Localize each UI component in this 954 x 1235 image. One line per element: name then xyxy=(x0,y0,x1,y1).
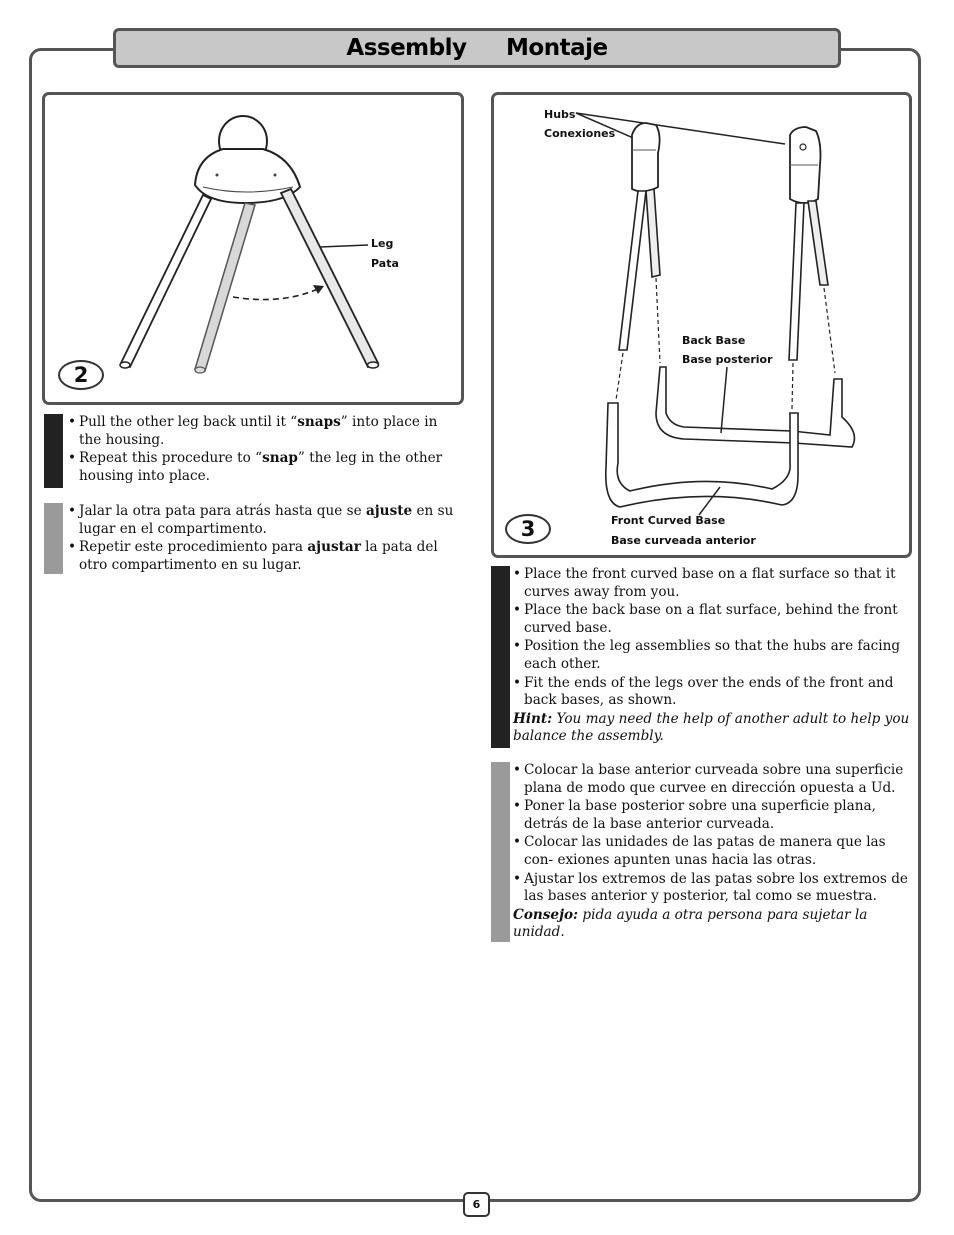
step-number-2: 2 xyxy=(58,360,104,390)
front-base-label-spanish: Base curveada anterior xyxy=(611,534,756,547)
step2-spanish-instructions: Jalar la otra pata para atrás hasta que … xyxy=(65,503,457,575)
title-english: Assembly xyxy=(346,35,467,61)
step3-illustration-panel: Hubs Conexiones Back Base Base posterior… xyxy=(491,92,912,558)
step3-frame-assembly-illustration xyxy=(575,112,856,516)
hint-text: Consejo: pida ayuda a otra persona para … xyxy=(513,906,868,941)
step-number-3: 3 xyxy=(505,514,551,544)
hint-text: Hint: You may need the help of another a… xyxy=(513,710,910,745)
spanish-marker-bar xyxy=(491,762,510,942)
title-spanish: Montaje xyxy=(506,35,608,61)
list-item: Place the front curved base on a flat su… xyxy=(510,566,914,601)
step2-english-instructions: Pull the other leg back until it “snaps”… xyxy=(65,414,457,486)
front-base-label-english: Front Curved Base xyxy=(611,514,726,527)
step2-illustration-panel: Leg Pata 2 xyxy=(42,92,464,405)
list-item: Fit the ends of the legs over the ends o… xyxy=(510,675,914,710)
list-item: Pull the other leg back until it “snaps”… xyxy=(65,414,457,449)
list-item: Place the back base on a flat surface, b… xyxy=(510,602,914,637)
list-item: Poner la base posterior sobre una superf… xyxy=(510,798,916,833)
step3-spanish-instructions: Colocar la base anterior curveada sobre … xyxy=(510,762,916,942)
list-item: Colocar la base anterior curveada sobre … xyxy=(510,762,916,797)
hubs-label-spanish: Conexiones xyxy=(544,127,616,140)
leg-label-english: Leg xyxy=(371,237,394,250)
spanish-marker-bar xyxy=(44,503,63,574)
list-item: Position the leg assemblies so that the … xyxy=(510,638,914,673)
page-number: 6 xyxy=(463,1192,490,1217)
back-base-label-spanish: Base posterior xyxy=(682,353,773,366)
list-item: Repeat this procedure to “snap” the leg … xyxy=(65,450,457,485)
hubs-label-english: Hubs xyxy=(544,108,576,121)
page-title: Assembly Montaje xyxy=(113,28,841,68)
step2-swing-legs-illustration xyxy=(119,115,380,374)
list-item: Repetir este procedimiento para ajustar … xyxy=(65,539,457,574)
list-item: Colocar las unidades de las patas de man… xyxy=(510,834,916,869)
step3-english-instructions: Place the front curved base on a flat su… xyxy=(510,566,914,746)
list-item: Ajustar los extremos de las patas sobre … xyxy=(510,871,916,906)
back-base-label-english: Back Base xyxy=(682,334,746,347)
leg-label-spanish: Pata xyxy=(371,257,399,270)
english-marker-bar xyxy=(491,566,510,748)
english-marker-bar xyxy=(44,414,63,488)
list-item: Jalar la otra pata para atrás hasta que … xyxy=(65,503,457,538)
